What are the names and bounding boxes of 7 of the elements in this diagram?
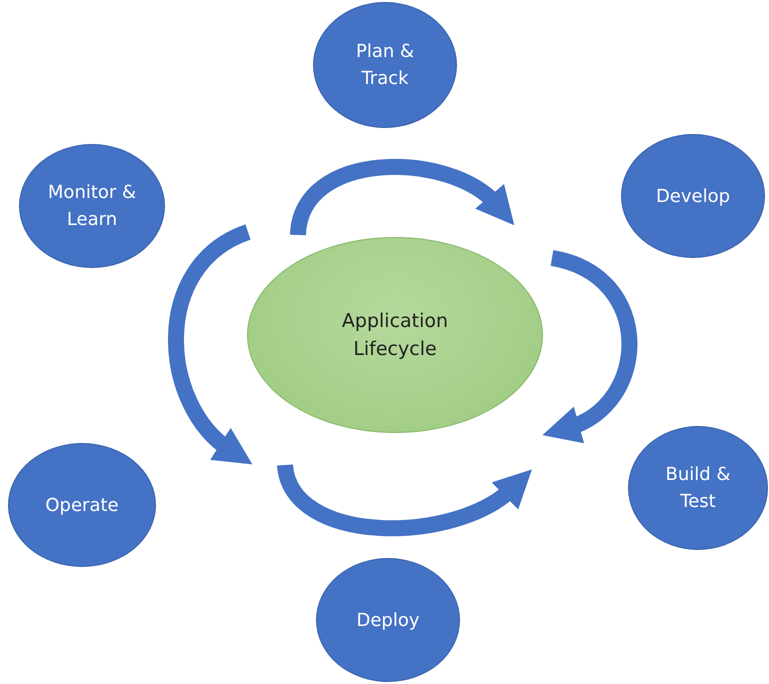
- node-label: Monitor & Learn: [46, 181, 138, 232]
- node-label: Build & Test: [664, 463, 732, 514]
- node-label: Application Lifecycle: [340, 308, 450, 362]
- node-label: Develop: [654, 184, 732, 208]
- node-label: Deploy: [355, 608, 421, 632]
- node-label: Operate: [44, 494, 120, 518]
- node-label: Plan & Track: [354, 40, 416, 91]
